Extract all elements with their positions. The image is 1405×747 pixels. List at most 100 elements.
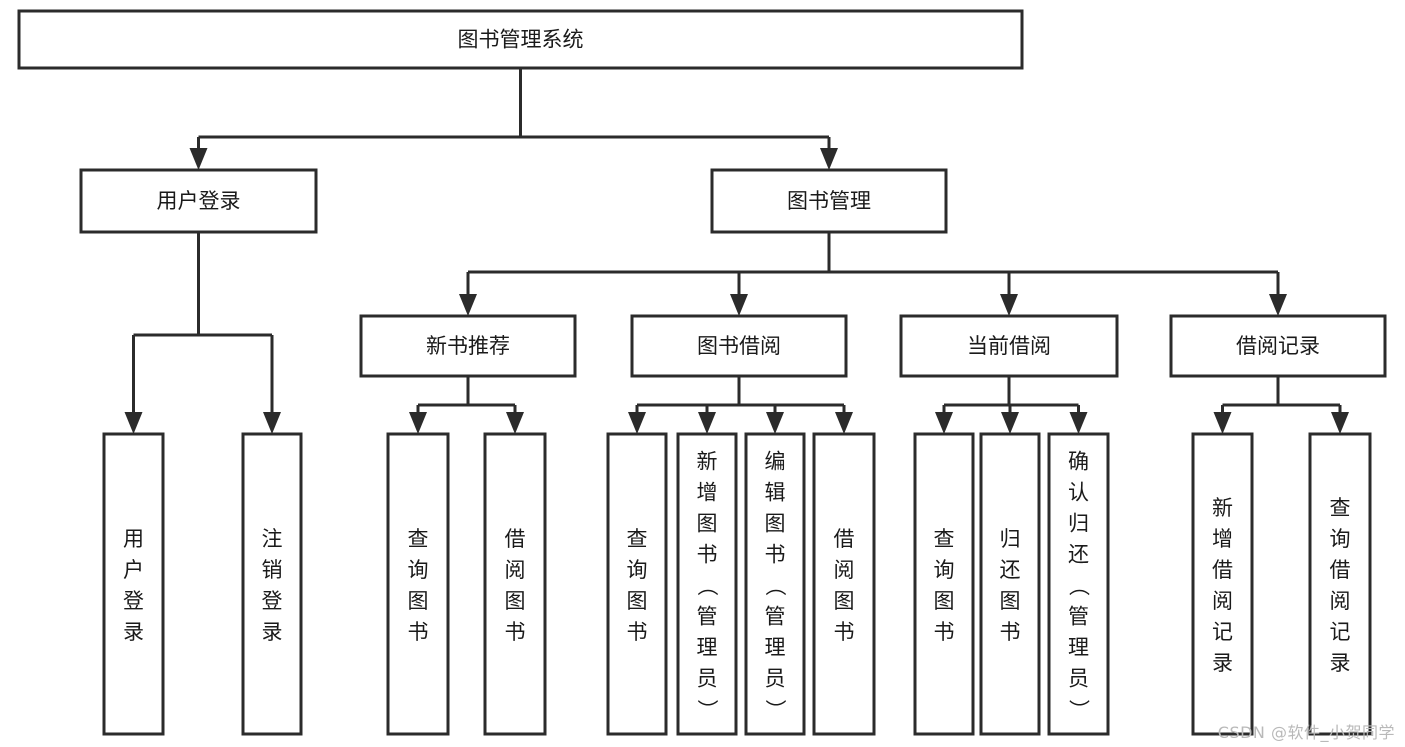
node-box[interactable]	[913, 432, 975, 736]
node-label-char: 增	[697, 481, 718, 505]
node-label-char: 查	[627, 527, 648, 551]
node-label-char: 阅	[1330, 589, 1351, 613]
node-box[interactable]	[630, 314, 848, 378]
node-label-char: 员	[765, 667, 786, 691]
node-login[interactable]: 用户登录	[79, 168, 318, 234]
node-label-char: 书	[505, 620, 526, 644]
node-label-char: 理	[697, 636, 718, 660]
edge-arrowhead	[1000, 294, 1018, 316]
node-label-char: 借	[1212, 558, 1233, 582]
node-root[interactable]: 图书管理系统	[17, 9, 1024, 70]
node-label-char: 编	[765, 450, 786, 474]
edge-arrowhead	[124, 412, 143, 434]
node-label-char: 图	[834, 589, 855, 613]
node-box[interactable]	[102, 432, 165, 736]
node-box[interactable]	[241, 432, 303, 736]
node-label-char: （	[695, 575, 719, 596]
node-label-char: 询	[627, 558, 648, 582]
node-label-char: 员	[1068, 667, 1089, 691]
node-label-char: 增	[1212, 527, 1233, 551]
nodes-layer: 图书管理系统用户登录图书管理新书推荐图书借阅当前借阅借阅记录用户登录注销登录查询…	[17, 9, 1387, 736]
node-label-char: 书	[834, 620, 855, 644]
node-label-char: 书	[697, 543, 718, 567]
edge-arrowhead	[506, 412, 524, 434]
node-newbook[interactable]: 新书推荐	[359, 314, 577, 378]
node-box[interactable]	[17, 9, 1024, 70]
node-label-char: 书	[1000, 620, 1021, 644]
node-label-char: 书	[627, 620, 648, 644]
node-label-char: 阅	[505, 558, 526, 582]
node-leaf1[interactable]: 用户登录	[102, 432, 165, 736]
node-label-char: 户	[123, 558, 144, 582]
node-label-char: （	[1067, 575, 1091, 596]
node-label-char: 查	[408, 527, 429, 551]
node-box[interactable]	[744, 432, 806, 736]
node-record[interactable]: 借阅记录	[1169, 314, 1387, 378]
node-label-char: 图	[505, 589, 526, 613]
node-label-char: 借	[834, 527, 855, 551]
node-label-char: 管	[765, 605, 786, 629]
node-borrow[interactable]: 图书借阅	[630, 314, 848, 378]
node-box[interactable]	[1308, 432, 1372, 736]
node-label-char: 新	[697, 450, 718, 474]
edge-arrowhead	[189, 148, 208, 170]
node-label-char: 查	[934, 527, 955, 551]
edge-arrowhead	[835, 412, 853, 434]
node-current[interactable]: 当前借阅	[899, 314, 1119, 378]
node-box[interactable]	[979, 432, 1041, 736]
node-label-char: 管	[697, 605, 718, 629]
node-label-char: 图	[408, 589, 429, 613]
node-label-char: 记	[1330, 620, 1351, 644]
node-box[interactable]	[386, 432, 450, 736]
node-label-char: 图	[697, 512, 718, 536]
node-label-char: 登	[123, 589, 144, 613]
edge-arrowhead	[409, 412, 427, 434]
edge-arrowhead	[698, 412, 716, 434]
node-label-char: 书	[408, 620, 429, 644]
edge-arrowhead	[766, 412, 784, 434]
node-box[interactable]	[710, 168, 948, 234]
node-label: 用户登录	[157, 189, 241, 213]
node-box[interactable]	[899, 314, 1119, 378]
node-box[interactable]	[1047, 432, 1110, 736]
node-label-char: 录	[1212, 651, 1233, 675]
node-box[interactable]	[79, 168, 318, 234]
node-label: 图书管理	[787, 189, 871, 213]
edges-layer	[124, 68, 1349, 434]
node-box[interactable]	[1191, 432, 1254, 736]
node-bookmgmt[interactable]: 图书管理	[710, 168, 948, 234]
node-label-char: 注	[262, 527, 283, 551]
node-label-char: ）	[1067, 699, 1091, 720]
node-label: 图书借阅	[697, 334, 781, 358]
node-box[interactable]	[606, 432, 668, 736]
node-label: 借阅记录	[1236, 334, 1320, 358]
edge-arrowhead	[820, 148, 838, 170]
edge-arrowhead	[263, 412, 281, 434]
node-label-char: 借	[1330, 558, 1351, 582]
node-box[interactable]	[359, 314, 577, 378]
edge-arrowhead	[730, 294, 748, 316]
node-box[interactable]	[483, 432, 547, 736]
node-label-char: 阅	[1212, 589, 1233, 613]
node-label-char: 图	[1000, 589, 1021, 613]
node-box[interactable]	[1169, 314, 1387, 378]
node-box[interactable]	[676, 432, 738, 736]
node-label-char: 记	[1212, 620, 1233, 644]
node-label-char: 员	[697, 667, 718, 691]
node-box[interactable]	[812, 432, 876, 736]
node-label-char: 询	[1330, 527, 1351, 551]
node-label-char: 理	[765, 636, 786, 660]
